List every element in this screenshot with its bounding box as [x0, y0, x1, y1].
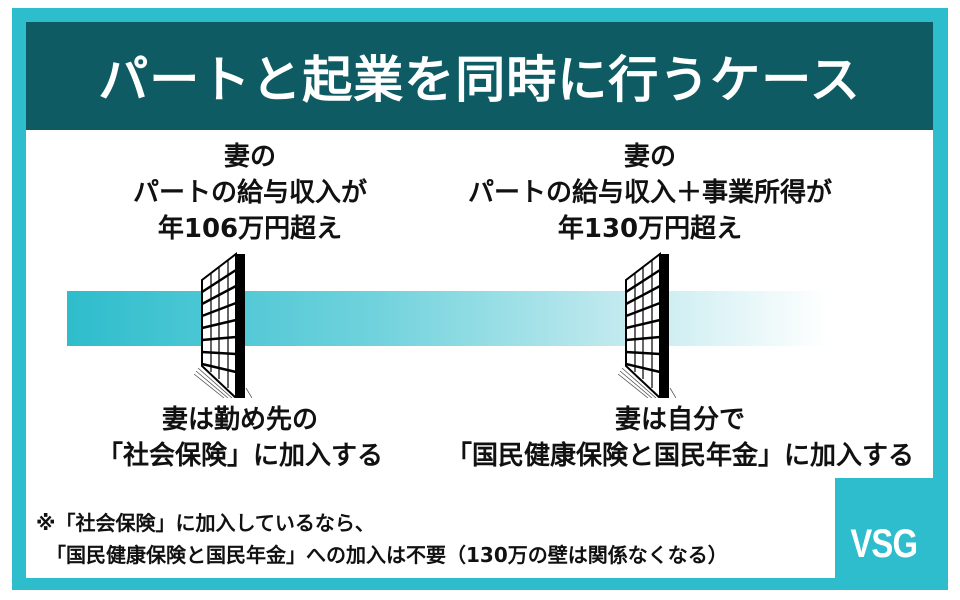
label-line: 妻は自分で — [614, 405, 745, 435]
footnote-line: 「国民健康保険と国民年金」への加入は不要（130万の壁は関係なくなる） — [36, 543, 728, 567]
threshold-130-result: 妻は自分で 「国民健康保険と国民年金」に加入する — [420, 402, 940, 474]
label-line: パートの給与収入が — [132, 178, 367, 208]
brand-logo-text: VSG — [850, 522, 919, 566]
label-line: 「国民健康保険と国民年金」に加入する — [445, 441, 914, 471]
threshold-106-condition: 妻の パートの給与収入が 年106万円超え — [90, 139, 410, 247]
threshold-106-result: 妻は勤め先の 「社会保険」に加入する — [60, 402, 420, 474]
label-line: 妻は勤め先の — [161, 405, 318, 435]
brick-wall-icon — [193, 251, 252, 398]
label-line: 妻の — [223, 142, 276, 172]
income-progress-bar — [67, 291, 828, 346]
title-banner: パートと起業を同時に行うケース — [26, 22, 933, 130]
brick-wall-icon — [617, 251, 676, 398]
brand-badge: VSG — [835, 478, 933, 578]
label-line: 「社会保険」に加入する — [96, 441, 383, 471]
label-line: 年106万円超え — [157, 214, 343, 244]
label-line: パートの給与収入＋事業所得が — [467, 178, 832, 208]
label-line: 年130万円超え — [557, 214, 743, 244]
footnote: ※「社会保険」に加入しているなら、 「国民健康保険と国民年金」への加入は不要（1… — [36, 507, 728, 571]
page-title: パートと起業を同時に行うケース — [98, 51, 861, 109]
threshold-130-condition: 妻の パートの給与収入＋事業所得が 年130万円超え — [440, 139, 860, 247]
label-line: 妻の — [623, 142, 676, 172]
footnote-line: ※「社会保険」に加入しているなら、 — [36, 511, 375, 535]
